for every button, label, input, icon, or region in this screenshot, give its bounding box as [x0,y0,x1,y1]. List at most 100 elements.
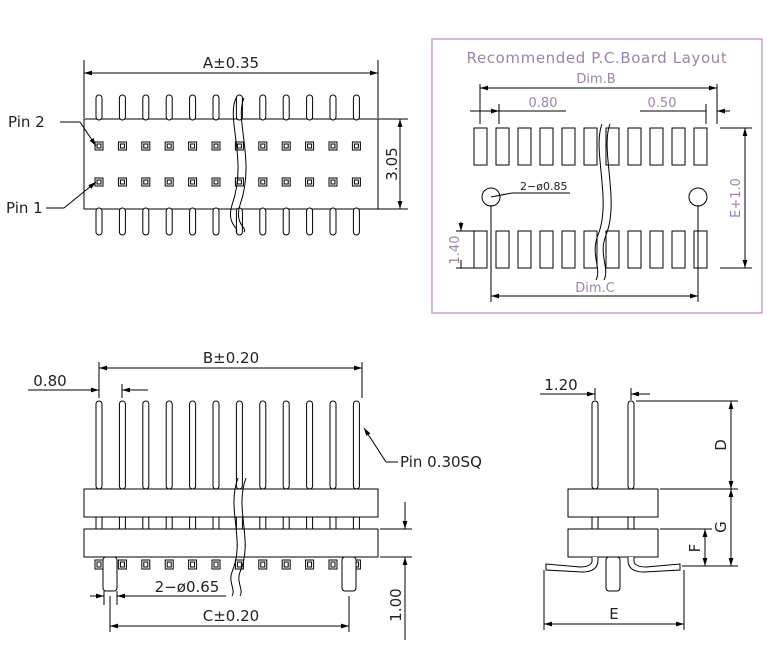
front-view-tail-inner [236,561,242,568]
front-view-tail [234,559,244,570]
top-view-pin-top [142,94,150,121]
front-view-lower-insulator [83,528,379,558]
pcb-layout-pad-top [605,127,620,166]
front-view-dim-c: C±0.20 [203,607,259,625]
pcb-layout-dim-b: Dim.B [576,72,615,87]
front-view-hole-label: 2−ø0.65 [155,578,220,596]
pcb-layout-pad-top [495,127,510,166]
top-view-pin-top [165,94,173,121]
front-view-tail-inner [213,561,219,568]
pcb-layout-pad-top [671,127,686,166]
front-view-pin-gap [259,516,267,530]
front-view-tail-inner [143,561,149,568]
pcb-layout-pad-bottom [627,230,642,269]
pcb-layout-pads [473,127,708,269]
front-view-post-right [341,556,357,592]
top-view-pin-bottom [212,207,220,236]
front-view-pin [329,400,337,490]
front-view: 0.80 B±0.20 Pin 0.30SQ 2−ø0.65 C±0.20 1.… [28,349,482,640]
top-view-pin-top [306,94,314,121]
front-view-tail [117,559,127,570]
front-view-tail-inner [307,561,313,568]
front-view-tail-inner [96,561,102,568]
top-view-pin2-row-inner [96,143,102,149]
side-view: 1.20 D G F E [540,376,738,630]
top-view-break-line [230,97,239,233]
front-view-pin [259,400,267,490]
front-view-pin-gap [235,516,243,530]
top-view-pin-bottom [259,207,267,236]
top-view-pin2-row-inner [330,143,336,149]
top-view-pin1-row-inner [330,179,336,185]
front-view-tail [328,559,338,570]
pin1-leader [63,181,97,209]
front-view-pin-gap [306,516,314,530]
pcb-layout-dim-080: 0.80 [529,96,558,111]
top-view-pin1-row-inner [190,179,196,185]
top-view-dim-305: 3.05 [383,147,401,180]
top-view-pins [94,94,361,236]
front-view-pin [212,400,220,490]
top-view-pin1-row-inner [307,179,313,185]
top-view-pin1-row-square [234,177,244,187]
pcb-layout: Recommended P.C.Board Layout Dim.B 0.80 … [431,38,763,314]
top-view-pin1-row-inner [119,179,125,185]
side-view-lead-right [627,557,681,573]
pcb-layout-pad-top [693,127,708,166]
pcb-layout-pad-bottom [561,230,576,269]
front-view-tail [211,559,221,570]
pcb-layout-title: Recommended P.C.Board Layout [467,49,728,67]
front-view-tail-inner [283,561,289,568]
front-view-pin [306,400,314,490]
top-view-pin2-row-square [258,141,268,151]
top-view-pin2-row-square [164,141,174,151]
front-view-pin-gap [142,516,150,530]
top-view-pin2-row-square [117,141,127,151]
front-view-tail-inner [330,561,336,568]
top-view-pin1-row-inner [143,179,149,185]
front-view-tail-inner [190,561,196,568]
pcb-layout-hole-label: 2−ø0.85 [520,180,567,193]
top-view-pin2-row-square [188,141,198,151]
pcb-layout-pad-top [583,127,598,166]
pin2-leader [79,121,97,147]
front-view-upper-insulator [83,488,379,518]
top-view-pin1-row-square [141,177,151,187]
top-view-pin-top [352,94,360,121]
top-view-pin2-row-inner [166,143,172,149]
front-view-pin-label: Pin 0.30SQ [400,453,482,471]
top-view: A±0.35 3.05 Pin 2 Pin 1 [6,54,408,236]
pcb-layout-break-line [594,123,604,281]
top-view-pin1-row-square [164,177,174,187]
top-view-pin-top [282,94,290,121]
top-view-pin1-row-inner [213,179,219,185]
side-view-post [605,556,621,592]
front-view-pin-gap [189,516,197,530]
front-view-pin-gap [282,516,290,530]
top-view-break-line-2 [238,97,247,233]
top-view-pin-top [329,94,337,121]
pcb-layout-pad-bottom [583,230,598,269]
top-view-pin2-row-inner [119,143,125,149]
front-view-tail [305,559,315,570]
pcb-layout-pad-bottom [693,230,708,269]
front-view-pin-gap [165,516,173,530]
top-view-body [83,118,379,210]
top-view-pin-top [95,94,103,121]
top-view-pin1-row-square [188,177,198,187]
top-view-pin2-row-inner [353,143,359,149]
pcb-layout-dim-e: E+1.0 [729,178,744,218]
pcb-layout-pad-top [561,127,576,166]
pcb-layout-dim-140: 1.40 [448,236,463,265]
front-view-dim-080: 0.80 [33,372,66,390]
pcb-layout-pad-top [473,127,488,166]
top-view-pin1-row-square [94,177,104,187]
front-view-tail [281,559,291,570]
top-view-pin2-row-inner [213,143,219,149]
pcb-layout-pad-bottom [671,230,686,269]
top-view-pin1-row-square [351,177,361,187]
top-view-pin2-row-square [351,141,361,151]
front-view-post-left [102,556,118,592]
front-view-tail [141,559,151,570]
